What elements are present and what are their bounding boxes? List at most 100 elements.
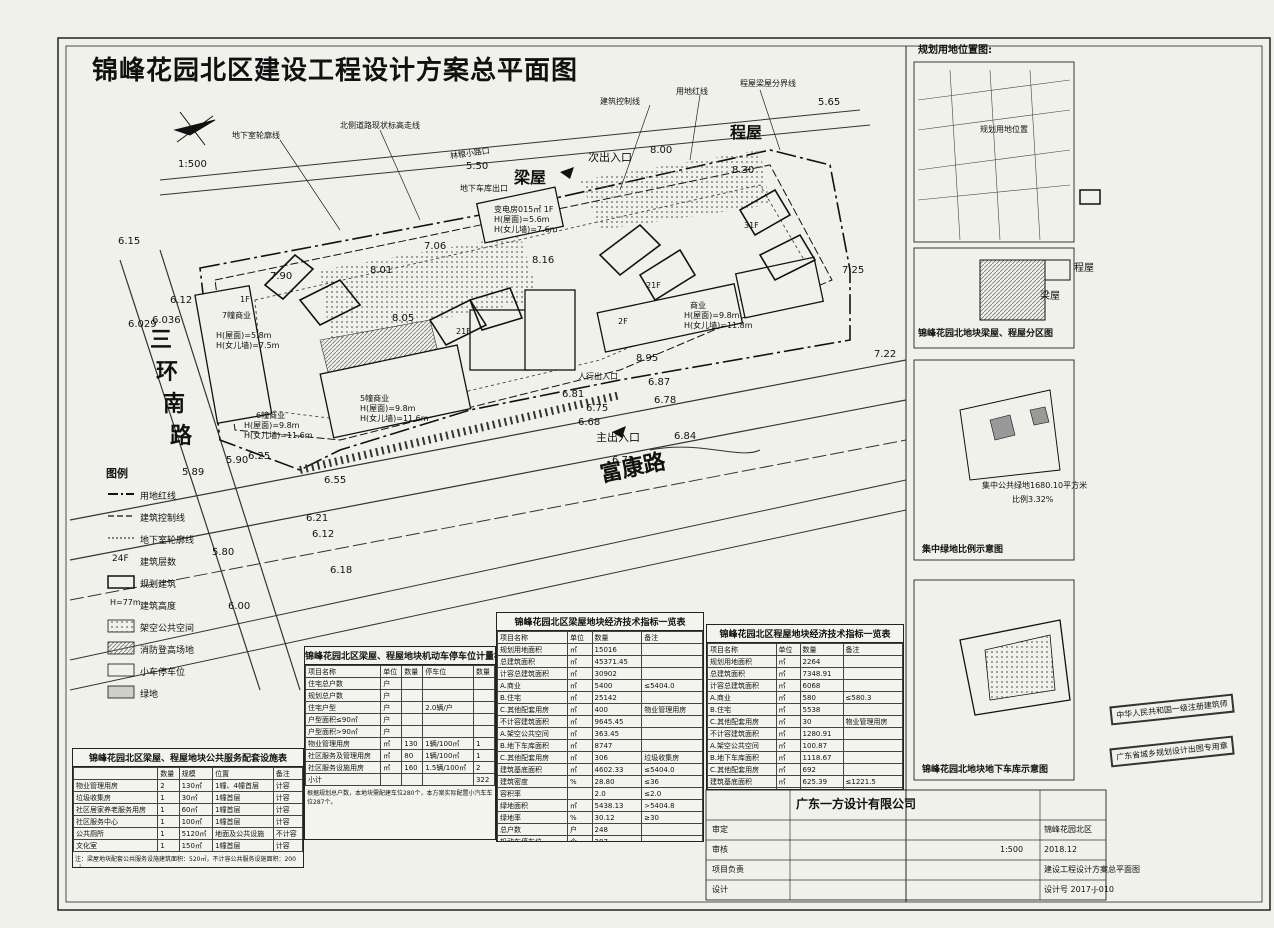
- table-cell: 130㎡: [178, 779, 214, 792]
- table-cell: 户: [380, 701, 403, 714]
- signer-label: 审核: [712, 845, 728, 854]
- table-cell: 363.45: [591, 727, 643, 740]
- table-cell: 文化室: [73, 839, 159, 852]
- table-cell: ㎡: [775, 691, 801, 704]
- table-cell: 1: [472, 749, 495, 762]
- parking-note: 根据规划总户数，本地块需配建车位280个，本方案实际配置小汽车车位287个。: [307, 790, 493, 806]
- table-cell: 2: [157, 779, 180, 792]
- table-cell: ≤36: [641, 775, 703, 788]
- table-cell: 户型面积≤90㎡: [305, 713, 382, 726]
- table-cell: A.商业: [497, 679, 568, 692]
- drawing-name: 建设工程设计方案总平面图: [1044, 865, 1140, 874]
- legend-item: 绿地: [140, 690, 159, 700]
- table-cell: ≤37.5: [842, 787, 903, 789]
- table-cell: 1118.67: [799, 751, 844, 764]
- table-cell: B.地下车库面积: [707, 751, 777, 764]
- table-cell: [842, 739, 903, 752]
- table-cell: 规划用地面积: [707, 655, 777, 668]
- building-label: 商业: [690, 301, 706, 310]
- elevation-label: 6.18: [330, 565, 353, 576]
- table-header: 备注: [641, 631, 703, 644]
- table-cell: 规划总户数: [305, 689, 382, 702]
- table-cell: ㎡: [775, 763, 801, 776]
- table-cell: 建筑基底面积: [497, 763, 568, 776]
- tower-floors: 21F: [646, 281, 661, 290]
- table-cell: 1: [157, 827, 180, 840]
- table-cell: 1辆/100㎡: [422, 749, 474, 762]
- table-cell: 不计容建筑面积: [497, 715, 568, 728]
- table-row: 绿地率%30.12≥30: [497, 811, 703, 824]
- elevation-label: 6.84: [674, 431, 697, 442]
- table-cell: [422, 689, 474, 702]
- table-cell: 30.12: [591, 811, 643, 824]
- table-cell: A.架空公共空间: [497, 727, 568, 740]
- legend-height-sample: H=77m: [110, 598, 141, 607]
- table-cell: 692: [799, 763, 844, 776]
- callout-building-line: 建筑控制线: [600, 97, 640, 106]
- table-cell: [472, 725, 495, 738]
- table-cell: 户: [380, 725, 403, 738]
- signer-label: 设计: [712, 885, 728, 894]
- table-header: 位置: [212, 767, 274, 780]
- table-cell: C.其他配套用房: [707, 763, 777, 776]
- table-cell: 1280.91: [799, 727, 844, 740]
- table-cell: 1幢首层: [212, 803, 274, 816]
- parking-table-title: 锦峰花园北区梁屋、程屋地块机动车停车位计量标准: [305, 647, 495, 665]
- table-cell: ㎡: [775, 715, 801, 728]
- table-cell: 建筑密度: [497, 775, 568, 788]
- table-cell: [401, 689, 424, 702]
- elevation-label: 6.25: [248, 451, 271, 462]
- building-h1: H(屋面)=9.8m: [360, 404, 416, 413]
- table-cell: [422, 773, 474, 786]
- drawing-number: 设计号 2017-J-010: [1044, 885, 1115, 894]
- callout-boundary: 程屋梁屋分界线: [740, 79, 796, 88]
- green-map-note: 集中公共绿地1680.10平方米: [982, 481, 1088, 490]
- green-map-title: 集中绿地比例示意图: [922, 545, 1004, 555]
- table-cell: 总建筑面积: [707, 667, 777, 680]
- table-cell: 5438.13: [591, 799, 643, 812]
- table-cell: 住宅户型: [305, 701, 382, 714]
- table-cell: 计容: [272, 815, 303, 828]
- signer-label: 项目负责: [712, 865, 744, 874]
- table-cell: [641, 739, 703, 752]
- table-cell: 户: [380, 677, 403, 690]
- zone-liangwu: 梁屋: [514, 168, 547, 187]
- legend-item: 建筑控制线: [140, 514, 186, 524]
- table-cell: ㎡: [566, 763, 593, 776]
- table-cell: ㎡: [566, 655, 593, 668]
- public-note: 注：梁屋地块配套公共服务设施建筑面积：520㎡，不计容公共服务设施面积：200㎡…: [75, 856, 296, 867]
- elevation-label: 7.06: [424, 241, 447, 252]
- table-cell: [380, 773, 403, 786]
- table-cell: 1: [157, 791, 180, 804]
- road-label-ring-1: 三: [150, 328, 173, 353]
- elevation-label: 7.22: [874, 349, 897, 360]
- tech-table-chengwu-title: 锦峰花园北区程屋地块经济技术指标一览表: [707, 625, 903, 643]
- building-h2: H(女儿墙)=11.6m: [360, 414, 429, 423]
- drawing-scale: 1:500: [1000, 845, 1024, 854]
- table-cell: ≤1221.5: [842, 775, 903, 788]
- table-header: 项目名称: [497, 631, 568, 644]
- table-cell: 306: [591, 751, 643, 764]
- table-cell: 8747: [591, 739, 643, 752]
- table-cell: ㎡: [566, 799, 593, 812]
- elevation-label: 6.72: [612, 455, 635, 466]
- elevation-label: 6.87: [648, 377, 671, 388]
- table-cell: ㎡: [566, 739, 593, 752]
- table-cell: [422, 725, 474, 738]
- table-cell: ㎡: [566, 727, 593, 740]
- table-cell: ㎡: [566, 679, 593, 692]
- table-cell: 287: [591, 835, 643, 841]
- table-cell: [641, 667, 703, 680]
